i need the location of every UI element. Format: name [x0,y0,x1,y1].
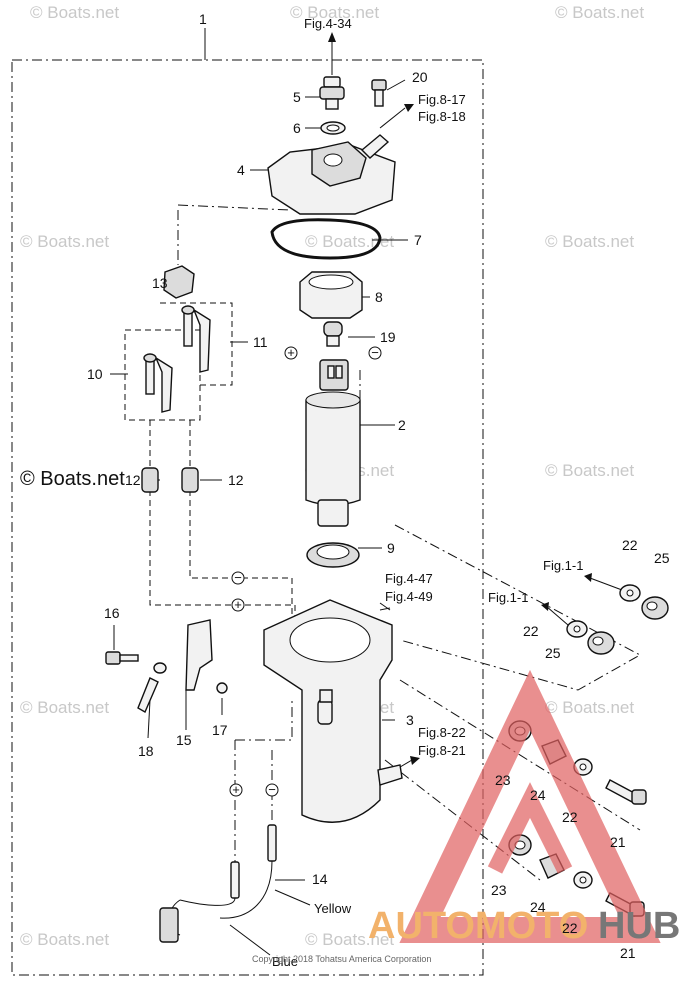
label-part-22: 22 [562,809,578,825]
logo-text-automoto: AUTOMOTO [368,905,588,947]
wire-label-blue: Blue [272,954,298,969]
label-part-25: 25 [654,550,670,566]
ref-fig-4-49: Fig.4-49 [385,589,433,604]
part-13-clip-holder [163,265,195,299]
part-12-plug [181,467,199,493]
part-18-terminal [137,677,159,713]
part-11-hose-clip [181,305,211,373]
label-part-23: 23 [495,772,511,788]
label-part-10: 10 [87,366,103,382]
watermark-text: © Boats.net [305,930,394,949]
svg-text:−: − [234,570,242,585]
svg-text:+: + [234,597,242,612]
copyright-text: Copyright 2018 Tohatsu America Corporati… [252,954,431,964]
label-part-4: 4 [237,162,245,178]
ref-fig-8-17: Fig.8-17 [418,92,466,107]
part-20-bolt [371,79,387,107]
label-part-19: 19 [380,329,396,345]
figure-references: Fig.4-34 Fig.8-17 Fig.8-18 Fig.4-47 Fig.… [304,16,583,758]
label-part-12: 12 [125,472,141,488]
watermark-text: © Boats.net [305,232,394,251]
svg-text:−: − [268,782,276,797]
label-part-24: 24 [530,787,546,803]
part-7-gasket [270,218,382,260]
part-8-ring-nut [299,271,363,319]
part-number-labels: 1 2 3 4 5 6 7 8 9 10 11 12 12 13 14 15 1… [87,11,670,961]
label-part-6: 6 [293,120,301,136]
part-17-washer [216,682,228,694]
pump-polarity-signs: + − [284,345,382,360]
automotohub-logo: AUTOMOTO HUB [368,669,680,947]
part-5-nipple [319,76,345,110]
watermark-text: © Boats.net [20,698,109,717]
part-16-screw [105,651,139,665]
label-part-12: 12 [228,472,244,488]
watermark-highlight-text: © Boats.net [20,468,125,490]
label-part-14: 14 [312,871,328,887]
label-part-24: 24 [530,899,546,915]
watermark-text: © Boats.net [555,3,644,22]
label-part-5: 5 [293,89,301,105]
label-part-8: 8 [375,289,383,305]
ref-fig-8-21: Fig.8-21 [418,743,466,758]
label-part-3: 3 [406,712,414,728]
label-part-22: 22 [622,537,638,553]
part-12-plug [141,467,159,493]
svg-text:−: − [371,345,379,360]
label-part-22: 22 [562,920,578,936]
part-14-wire-harness [159,824,277,943]
part-4-pump-cover [267,134,396,215]
part-19-filter [323,321,343,347]
label-part-21: 21 [610,834,626,850]
label-part-17: 17 [212,722,228,738]
watermark-text: © Boats.net [20,232,109,251]
ref-fig-1-1: Fig.1-1 [488,590,528,605]
ref-fig-1-1: Fig.1-1 [543,558,583,573]
label-part-2: 2 [398,417,406,433]
label-part-20: 20 [412,69,428,85]
wire-label-yellow: Yellow [314,901,352,916]
label-part-25: 25 [545,645,561,661]
watermark-text: © Boats.net [20,930,109,949]
label-part-22: 22 [523,623,539,639]
label-part-9: 9 [387,540,395,556]
label-part-18: 18 [138,743,154,759]
label-part-7: 7 [414,232,422,248]
label-part-1: 1 [199,11,207,27]
part-10-hose-clip [143,353,173,413]
label-part-11: 11 [253,334,268,350]
logo-text-hub: HUB [598,905,680,947]
part-9-seal-ring [306,542,360,568]
part-3-pump-housing [263,599,403,823]
part-2-fuel-pump [305,359,361,527]
assembly-frame [11,59,484,976]
label-part-21: 21 [620,945,636,961]
label-part-13: 13 [152,275,168,291]
ref-fig-8-22: Fig.8-22 [418,725,466,740]
ref-fig-4-47: Fig.4-47 [385,571,433,586]
watermark-text: © Boats.net [545,461,634,480]
housing-polarity-signs: − + + − [229,570,279,797]
label-part-16: 16 [104,605,120,621]
part-18-washer [153,662,167,674]
watermark-text: © Boats.net [290,3,379,22]
label-part-15: 15 [176,732,192,748]
watermark-text: © Boats.net [30,3,119,22]
part-15-bracket [185,619,213,691]
watermark-text: © Boats.net [545,232,634,251]
parts-22-25-upper [566,584,669,655]
svg-text:+: + [232,782,240,797]
label-part-23: 23 [491,882,507,898]
ref-fig-8-18: Fig.8-18 [418,109,466,124]
watermark-text: © Boats.net [545,698,634,717]
svg-text:+: + [287,345,295,360]
ref-fig-4-34: Fig.4-34 [304,16,352,31]
